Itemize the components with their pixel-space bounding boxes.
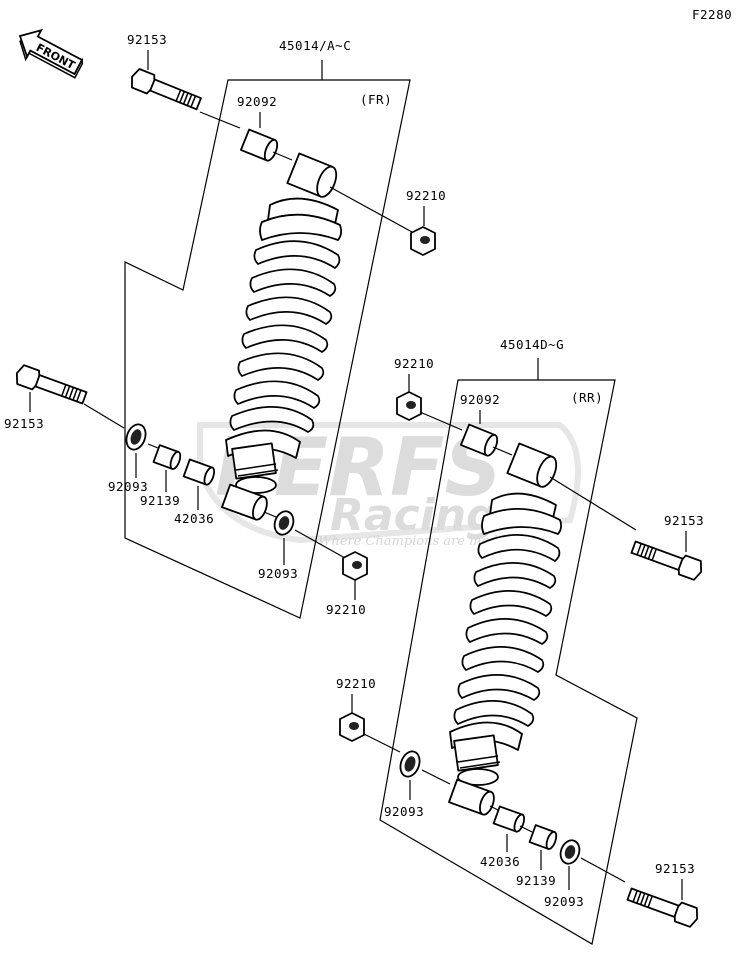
- rear-label-nut-bottom: 92210: [336, 676, 376, 691]
- front-position: (FR): [360, 92, 392, 107]
- rear-label-bushing: 92139: [516, 873, 556, 888]
- front-arrow-icon: FRONT: [18, 28, 84, 79]
- rear-assembly-number: 45014D~G: [500, 337, 564, 352]
- front-assembly-number: 45014/A~C: [279, 38, 351, 53]
- front-label-collar: 92092: [237, 94, 277, 109]
- rear-shock-body: [449, 492, 563, 786]
- front-shock-top-eye: [286, 152, 338, 198]
- rear-seal-right: [559, 839, 581, 865]
- rear-bolt-bottom: [626, 887, 699, 928]
- front-label-seal-left: 92093: [108, 479, 148, 494]
- rear-label-collar: 92092: [460, 392, 500, 407]
- front-label-bolt-top: 92153: [127, 32, 167, 47]
- rear-position: (RR): [571, 390, 603, 405]
- front-seal-right: [273, 510, 295, 536]
- front-group-outline: [124, 79, 411, 619]
- rear-label-seal-right: 92093: [544, 894, 584, 909]
- rear-shock-assembly: 45014D~G (RR) 92210 92092 92153: [336, 337, 704, 945]
- front-shock-body: [225, 197, 343, 494]
- rear-label-bolt-top: 92153: [664, 513, 704, 528]
- front-label-bolt-bottom: 92153: [4, 416, 44, 431]
- front-label-spacer: 42036: [174, 511, 214, 526]
- rear-bushing: [528, 824, 558, 850]
- rear-label-nut-top: 92210: [394, 356, 434, 371]
- front-nut-bottom: [342, 551, 368, 581]
- front-bushing: [152, 444, 182, 470]
- front-bolt-top: [131, 68, 202, 111]
- rear-shock-top-eye: [506, 442, 558, 488]
- rear-group-outline: [379, 379, 638, 945]
- rear-label-seal-left: 92093: [384, 804, 424, 819]
- front-shock-assembly: 45014/A~C (FR) 92153 92092 92210: [4, 32, 446, 619]
- rear-seal-left: [399, 750, 421, 778]
- rear-label-spacer: 42036: [480, 854, 520, 869]
- front-label-bushing: 92139: [140, 493, 180, 508]
- rear-sleeve: [448, 778, 495, 816]
- rear-collar: [459, 423, 499, 457]
- front-label-nut-bottom: 92210: [326, 602, 366, 617]
- front-label-nut-top: 92210: [406, 188, 446, 203]
- front-sleeve: [221, 483, 268, 521]
- rear-nut-top: [396, 391, 422, 421]
- front-label-seal-right: 92093: [258, 566, 298, 581]
- rear-bolt-top: [630, 540, 703, 581]
- front-nut-top: [410, 226, 436, 256]
- rear-spacer: [492, 805, 526, 833]
- figure-code: F2280: [692, 7, 732, 22]
- front-collar: [239, 128, 279, 162]
- front-spacer: [182, 458, 216, 486]
- watermark-tagline: Where Champions are made: [318, 534, 506, 549]
- front-seal-left: [125, 423, 147, 451]
- front-bolt-bottom: [15, 364, 88, 405]
- rear-label-bolt-bottom: 92153: [655, 861, 695, 876]
- rear-nut-bottom: [339, 712, 365, 742]
- watermark-sub: Racing: [330, 490, 498, 541]
